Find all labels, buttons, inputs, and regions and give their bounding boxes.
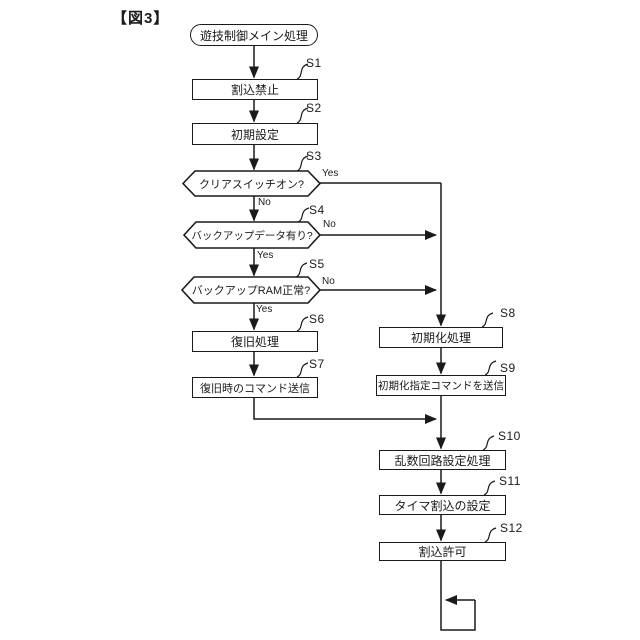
process-box-s12: 割込許可 — [379, 542, 506, 561]
step-id-label-s9: S9 — [500, 361, 516, 375]
process-box-s11: タイマ割込の設定 — [379, 495, 506, 515]
step-label-leaders — [295, 63, 497, 543]
process-box-s2: 初期設定 — [192, 123, 318, 145]
step-id-label-s7: S7 — [309, 357, 325, 371]
step-id-label-s4: S4 — [309, 203, 325, 217]
branch-label-s5-yes: Yes — [256, 304, 273, 315]
step-id-label-s2: S2 — [306, 101, 322, 115]
leader-s1 — [296, 63, 309, 80]
start-terminal: 遊技制御メイン処理 — [190, 24, 318, 46]
branch-label-s4-no: No — [323, 219, 336, 230]
step-id-label-s5: S5 — [309, 257, 325, 271]
leader-s8 — [481, 312, 494, 328]
leader-s12 — [484, 527, 497, 543]
step-id-label-s10: S10 — [498, 429, 521, 443]
decision-s3-shape — [181, 170, 322, 197]
branch-label-s4-yes: Yes — [257, 250, 274, 261]
process-box-s7: 復旧時のコマンド送信 — [192, 377, 318, 398]
leader-s7 — [296, 362, 309, 378]
leader-s9 — [484, 360, 497, 376]
step-id-label-s8: S8 — [500, 306, 516, 320]
connector-lines — [249, 46, 476, 631]
connector-s12-loop — [440, 561, 476, 631]
leader-s5 — [295, 262, 308, 278]
branch-label-s5-no: No — [322, 276, 335, 287]
leader-s10 — [482, 435, 495, 451]
process-box-s8: 初期化処理 — [379, 327, 503, 348]
decision-s5-shape — [180, 276, 322, 304]
process-box-s1: 割込禁止 — [192, 79, 318, 100]
step-id-label-s3: S3 — [306, 149, 322, 163]
decision-shapes — [180, 170, 322, 304]
leader-s4 — [297, 207, 310, 223]
leader-s3 — [296, 155, 309, 172]
step-id-label-s11: S11 — [499, 474, 521, 488]
step-id-label-s6: S6 — [309, 312, 325, 326]
step-id-label-s12: S12 — [500, 521, 523, 535]
leader-s11 — [483, 480, 496, 496]
leader-s6 — [296, 316, 309, 332]
process-box-s6: 復旧処理 — [192, 331, 318, 352]
figure-title: 【図3】 — [112, 10, 170, 27]
decision-s4-shape — [182, 221, 322, 249]
branch-label-s3-no: No — [258, 197, 271, 208]
process-box-s10: 乱数回路設定処理 — [379, 450, 506, 470]
step-id-label-s1: S1 — [306, 56, 322, 70]
branch-label-s3-yes: Yes — [322, 168, 339, 179]
process-box-s9: 初期化指定コマンドを送信 — [376, 375, 506, 396]
leader-s2 — [296, 107, 309, 124]
connector-s7-join-elbow — [253, 398, 437, 424]
